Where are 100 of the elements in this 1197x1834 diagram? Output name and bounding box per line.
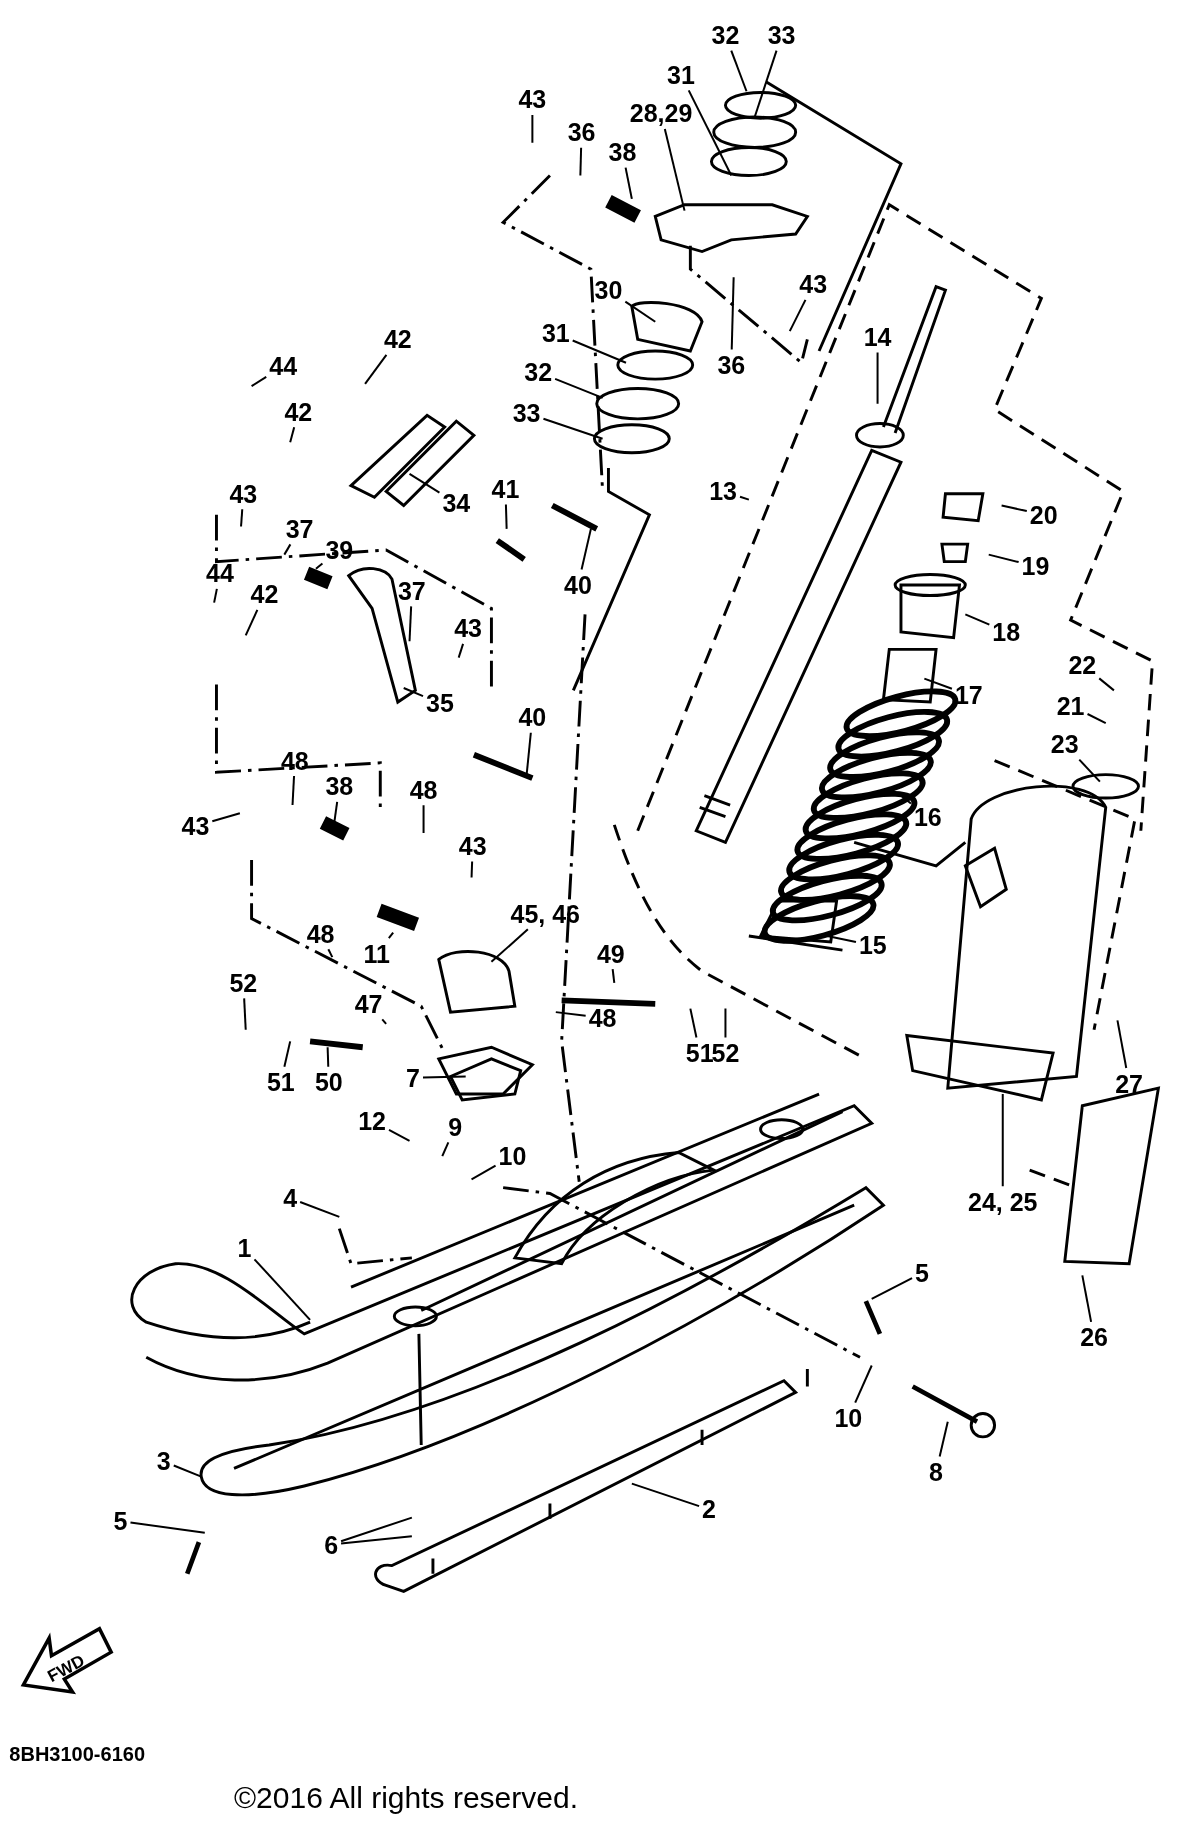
callout-number: 1: [236, 1234, 253, 1262]
callout-number: 48: [408, 776, 439, 804]
leader-line: [1001, 1093, 1004, 1188]
callout-number: 27: [1114, 1070, 1145, 1097]
callout-number: 36: [566, 118, 597, 146]
leader-line: [1116, 1019, 1128, 1069]
leader-line: [987, 553, 1020, 564]
callout-number: 48: [279, 747, 310, 775]
leader-line: [283, 543, 292, 556]
leader-line: [525, 731, 532, 777]
callout-number: 23: [1049, 730, 1080, 758]
callout-number: 3: [155, 1447, 172, 1475]
leader-line: [624, 166, 633, 200]
callout-number: 44: [268, 352, 299, 380]
callout-number: 49: [595, 940, 626, 968]
leader-line: [250, 375, 268, 388]
callout-number: 40: [517, 703, 548, 731]
leader-line: [1081, 1274, 1093, 1323]
leader-line: [289, 426, 296, 444]
leader-line: [571, 339, 627, 364]
callout-number: 45, 46: [509, 900, 581, 928]
callout-number: 33: [511, 399, 542, 427]
leader-line: [243, 997, 247, 1031]
leader-line: [291, 775, 296, 806]
leader-line: [457, 642, 465, 659]
leader-line: [923, 677, 953, 690]
leader-line: [788, 298, 807, 333]
leader-line: [213, 587, 218, 604]
callout-number: 17: [953, 681, 984, 709]
leader-line: [554, 1011, 587, 1017]
callout-number: 36: [716, 351, 747, 379]
leader-line: [899, 794, 912, 805]
leader-line: [408, 605, 413, 643]
callout-number: 33: [766, 21, 797, 49]
callout-number: 7: [405, 1064, 421, 1092]
leader-line: [299, 1200, 341, 1218]
callout-number: 26: [1079, 1323, 1109, 1351]
leader-line: [689, 1007, 698, 1039]
leader-line: [211, 812, 241, 823]
callout-number: 43: [228, 480, 259, 508]
leader-line: [630, 1482, 701, 1508]
callout-number: 13: [708, 477, 738, 505]
leader-line: [408, 472, 441, 494]
callout-number: 32: [710, 21, 741, 49]
callout-number: 22: [1067, 651, 1098, 679]
leader-line: [724, 1007, 727, 1039]
callout-number: 19: [1020, 552, 1051, 580]
callout-number: 24, 25: [967, 1188, 1039, 1216]
callout-number: 44: [205, 559, 235, 587]
callout-number: 11: [362, 940, 391, 968]
leader-line: [579, 146, 583, 177]
leader-line: [1086, 713, 1107, 725]
callout-number: 15: [857, 931, 888, 959]
leader-line: [327, 948, 334, 959]
leader-line: [964, 613, 991, 626]
leader-line: [470, 860, 474, 879]
callout-number: 28,29: [628, 100, 694, 127]
callout-number: 41: [490, 475, 521, 503]
callout-number: 8: [928, 1458, 944, 1486]
callout-number: 38: [324, 772, 355, 800]
callout-number: 21: [1055, 692, 1086, 720]
callout-number: 37: [284, 515, 315, 543]
callout-number: 42: [283, 398, 314, 426]
callout-number: 37: [396, 577, 427, 605]
leader-line: [730, 276, 735, 351]
callout-number: 18: [991, 618, 1022, 646]
leader-line: [340, 1535, 413, 1545]
callout-number: 35: [425, 689, 455, 717]
callout-number: 16: [912, 803, 943, 831]
leader-line: [870, 1277, 914, 1300]
leader-line: [240, 508, 244, 528]
leader-line: [531, 113, 534, 144]
leader-line: [422, 1075, 467, 1079]
callout-number: 10: [833, 1404, 864, 1432]
leader-line: [388, 1128, 411, 1142]
leader-line: [826, 935, 857, 943]
leader-line: [470, 1164, 497, 1181]
callout-number: 50: [313, 1068, 344, 1096]
leader-line: [611, 968, 616, 984]
callout-number: 12: [357, 1107, 387, 1135]
leader-line: [283, 1040, 292, 1068]
direction-label: FWD: [44, 1651, 88, 1688]
leader-line: [1098, 677, 1115, 692]
leader-line: [326, 1046, 330, 1068]
callout-number: 42: [249, 580, 280, 608]
callout-number: 43: [453, 614, 483, 642]
callout-number: 39: [324, 536, 355, 564]
callout-number: 9: [447, 1113, 464, 1141]
callout-number: 43: [457, 832, 488, 860]
leader-line: [554, 377, 604, 399]
leader-line: [739, 495, 750, 501]
leader-line: [753, 49, 778, 118]
leader-line: [364, 353, 388, 385]
callout-number: 43: [180, 812, 211, 840]
leader-line: [938, 1420, 949, 1458]
leader-line: [402, 687, 425, 698]
callout-number: 38: [607, 138, 638, 166]
leader-line: [172, 1464, 203, 1478]
leader-line: [244, 608, 259, 637]
leader-line: [580, 527, 592, 571]
